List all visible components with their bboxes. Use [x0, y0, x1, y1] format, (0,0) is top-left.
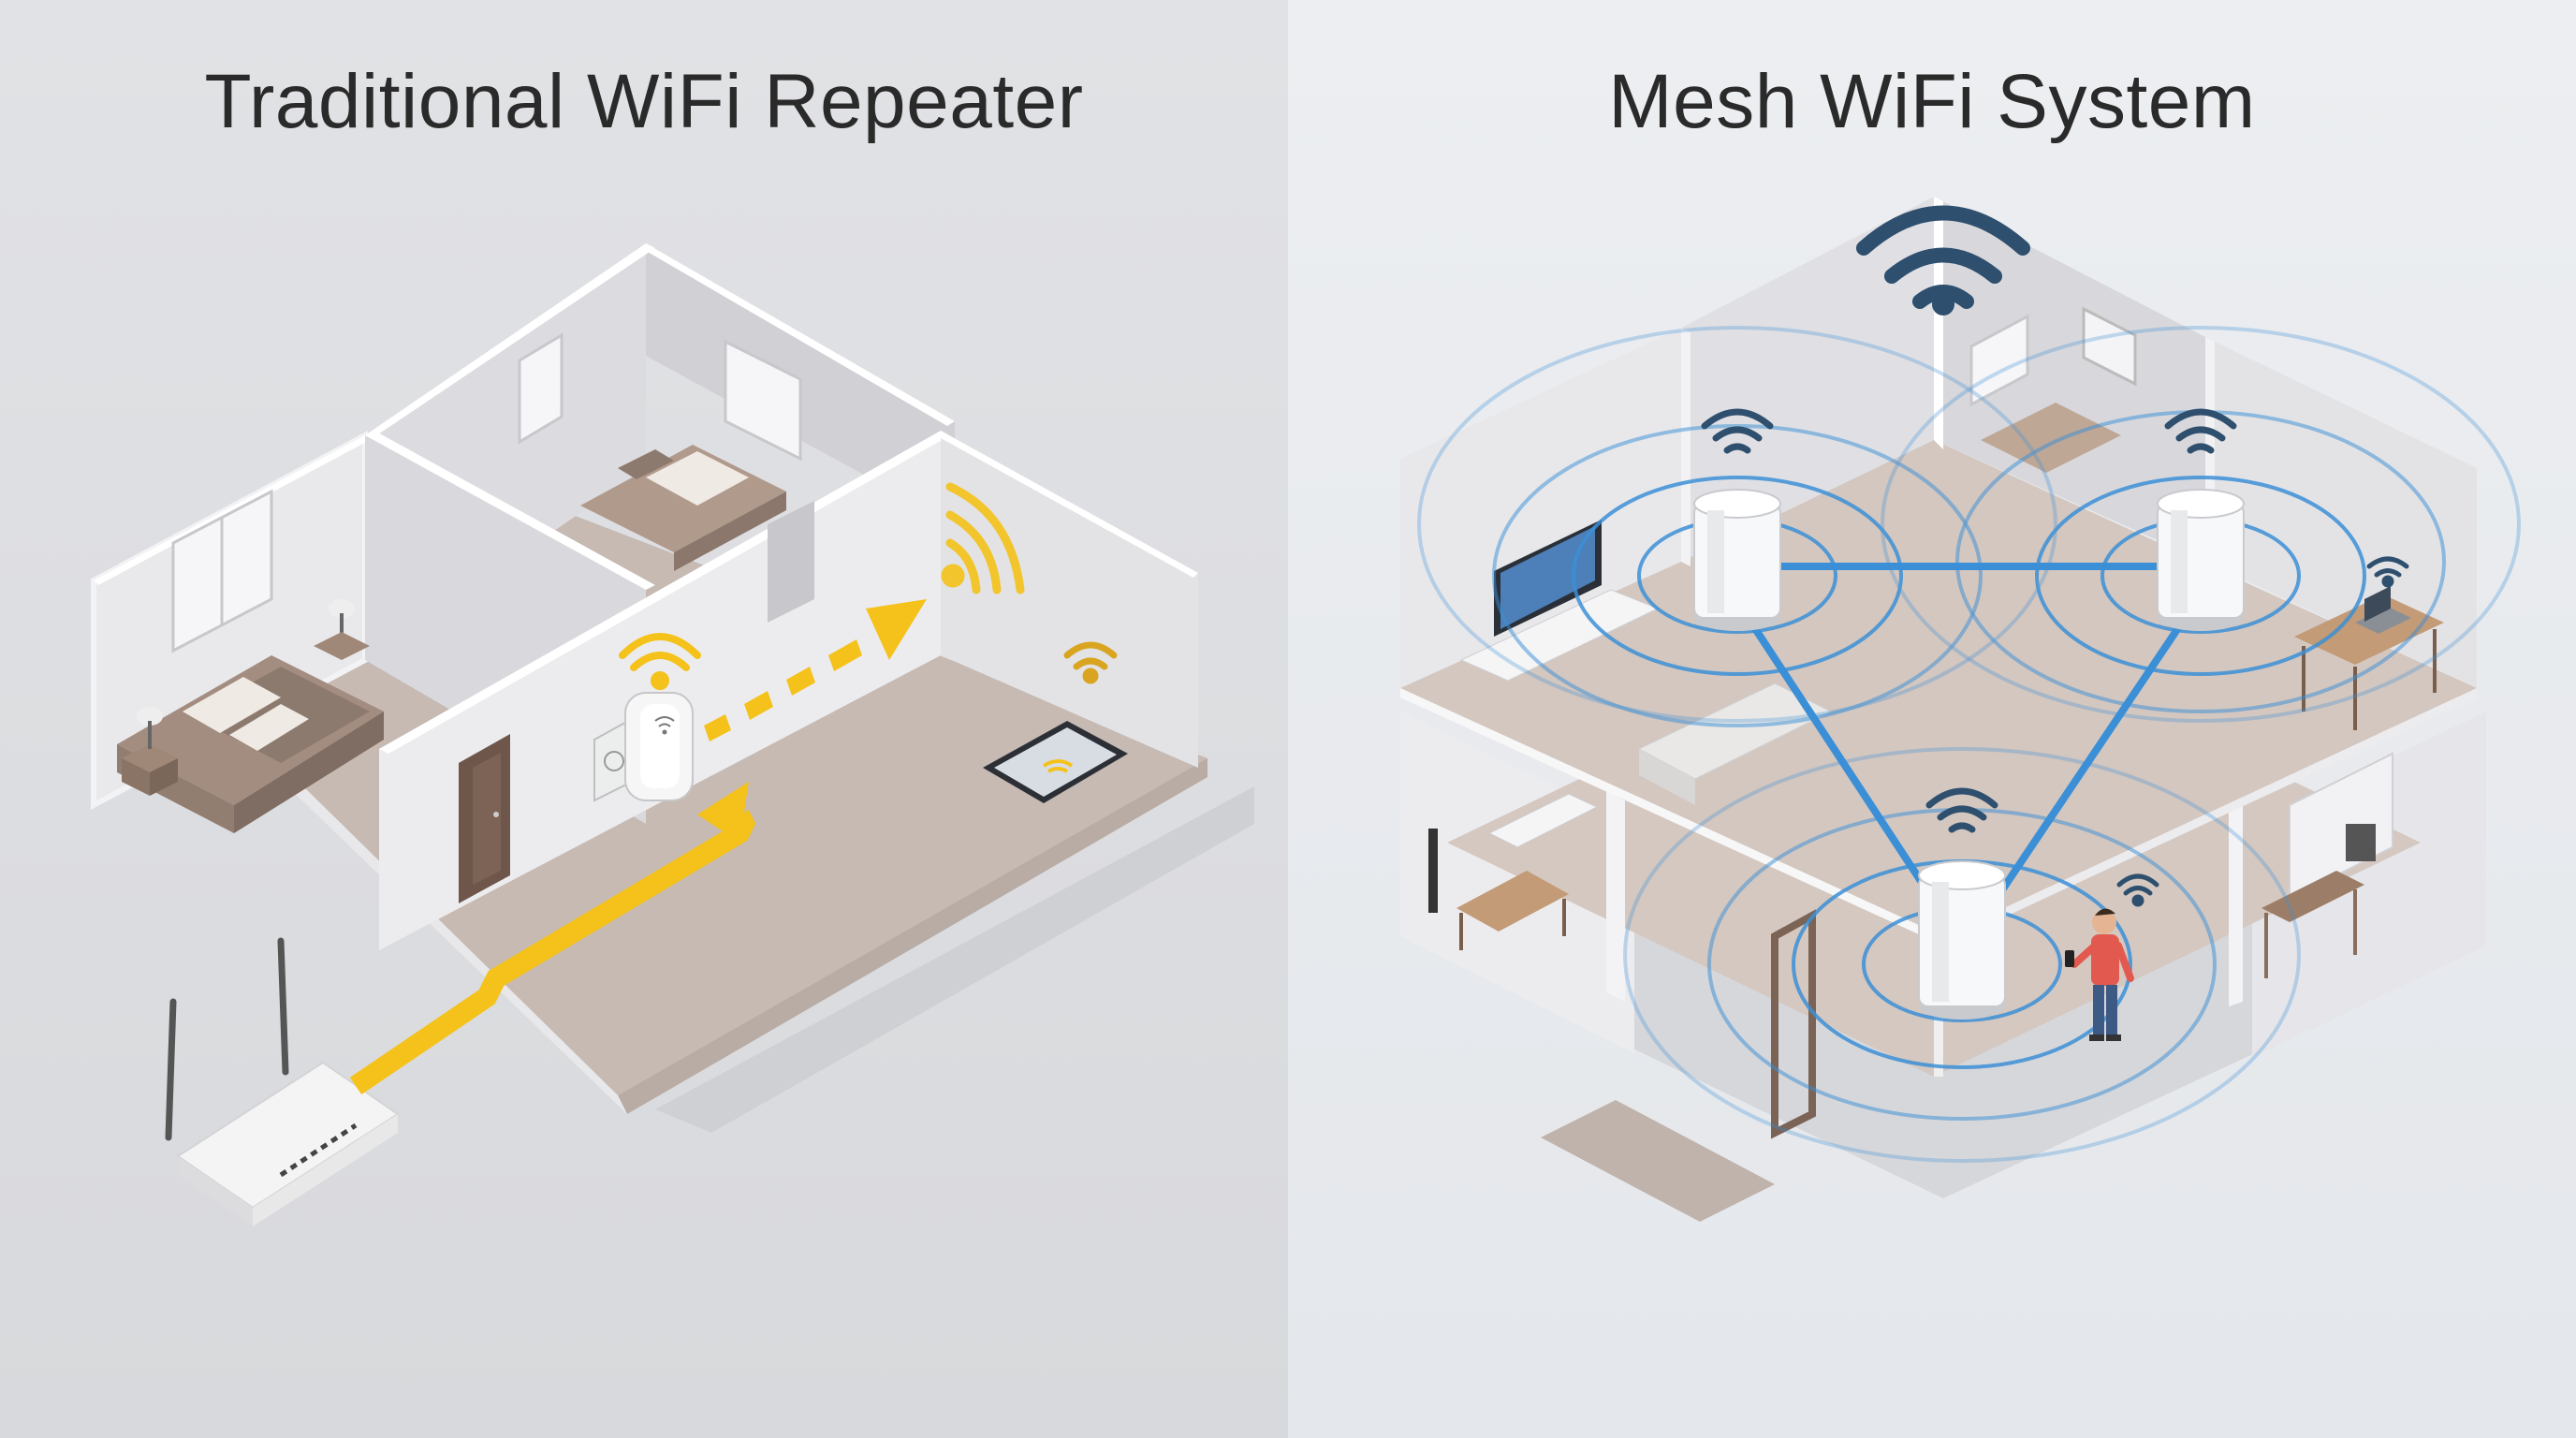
node-3-wifi-signal-icon [1925, 787, 1998, 833]
coverage-ring-node-1-mid [1572, 476, 1903, 676]
phone-icon [2065, 950, 2074, 967]
bed-back [580, 445, 786, 571]
window-bedroom-back [518, 332, 564, 445]
mesh-links [1734, 563, 2204, 912]
signal-arrow-up [697, 782, 749, 843]
laptop-wifi-signal-icon [2366, 556, 2409, 588]
laptop-icon [2355, 586, 2411, 634]
mesh-link-2-3 [1986, 605, 2195, 912]
person-icon [2071, 908, 2134, 1041]
upper-wall-left [1400, 328, 1681, 688]
coverage-ring-node-1-far [1417, 326, 2057, 723]
upper-tv-frame [2082, 306, 2137, 387]
repeater-wifi-signal-icon [619, 633, 701, 690]
right-panel: Mesh WiFi System [1288, 0, 2576, 1438]
mesh-node-2 [2157, 489, 2245, 631]
wireless-hop-arrow [704, 599, 927, 741]
upper-window [1969, 314, 2029, 407]
dining-table [1428, 793, 1599, 950]
mesh-diagram [1400, 197, 2521, 1222]
coverage-ring-node-1-outer [1492, 424, 1983, 727]
left-panel-title: Traditional WiFi Repeater [204, 59, 1084, 144]
mesh-link-1-3 [1738, 605, 1942, 912]
house-shadow [655, 786, 1254, 1133]
far-wifi-signal-icon [941, 482, 1025, 594]
mesh-node-3 [1918, 860, 2006, 1020]
node-2-wifi-signal-icon [2164, 408, 2237, 454]
node-wifi-signal-icons [1701, 408, 2237, 833]
coverage-ring-node-3-far [1623, 747, 2301, 1163]
left-panel: Traditional WiFi Repeater [0, 0, 1288, 1438]
repeater-icon [593, 692, 694, 802]
wifi-signal-icon [1856, 205, 2030, 315]
mesh-node-icon [1693, 489, 2245, 1020]
repeater-diagram [91, 243, 1254, 1226]
person-wifi-signal-icon [2116, 873, 2159, 907]
mesh-node-1 [1693, 489, 1781, 631]
sofa [1637, 682, 1833, 805]
window-bedroom-right [724, 339, 802, 462]
upper-wall-right [2205, 337, 2477, 688]
router-icon [165, 937, 400, 1226]
side-wall-right [941, 431, 1198, 768]
coverage-ring-node-2-far [1881, 326, 2521, 723]
upper-bed [1981, 403, 2121, 473]
node-1-wifi-signal-icon [1701, 408, 1774, 454]
upper-wall-back-right [1934, 197, 2205, 562]
wired-signal-path [349, 810, 756, 1095]
right-panel-title: Mesh WiFi System [1608, 59, 2256, 144]
tablet-icon [983, 721, 1128, 803]
upper-wall-back-center [1681, 197, 1934, 562]
kitchen [2261, 752, 2393, 978]
tablet-wifi-signal-icon [1063, 641, 1118, 684]
nightstand [122, 599, 370, 796]
coverage-ring-node-2-mid [2035, 476, 2366, 676]
